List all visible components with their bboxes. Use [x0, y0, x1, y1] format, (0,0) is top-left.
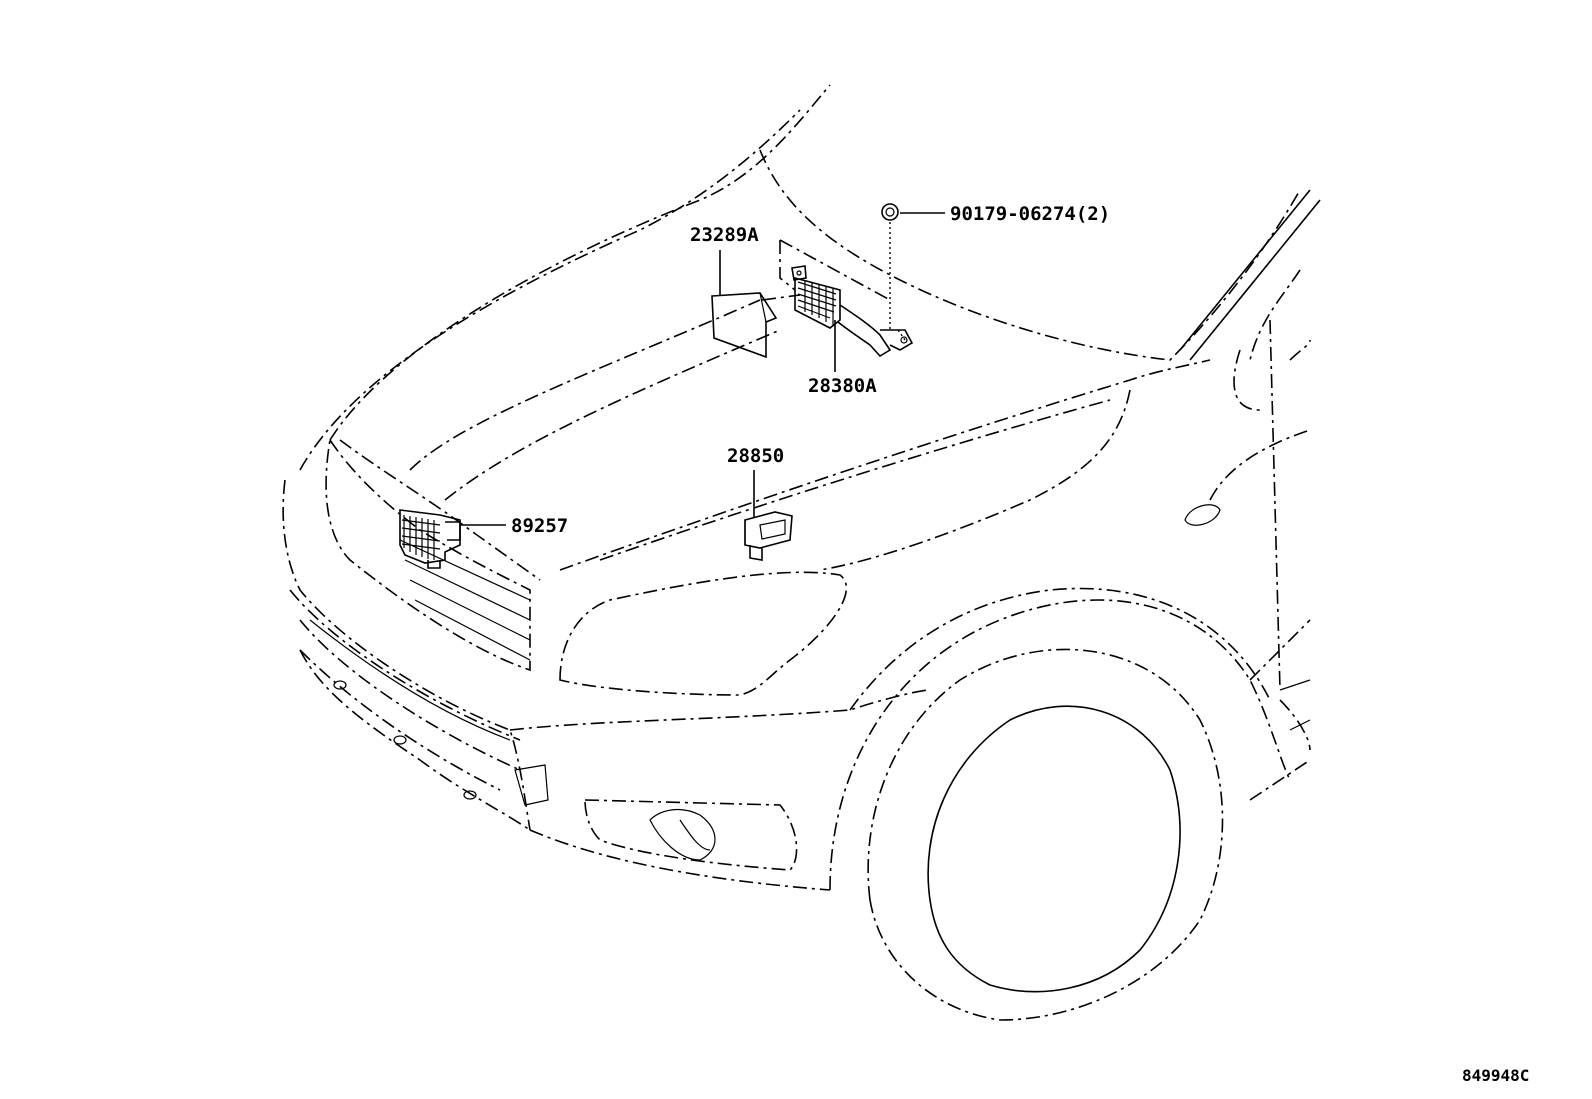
callout-28850: 28850 [727, 445, 784, 467]
vehicle-outline [282, 84, 1321, 1021]
drawing-number: 849948C [1462, 1066, 1529, 1085]
leader-lines [460, 212, 945, 526]
callout-89257: 89257 [511, 515, 568, 537]
relay-module-icon [791, 265, 914, 358]
callout-90179: 90179-06274(2) [950, 203, 1110, 225]
control-module-icon [399, 509, 461, 569]
label-plate-icon [711, 239, 891, 359]
sensor-icon [744, 511, 793, 561]
callout-28380a: 28380A [808, 375, 877, 397]
callout-23289a: 23289A [690, 224, 759, 246]
nut-icon [881, 203, 906, 341]
